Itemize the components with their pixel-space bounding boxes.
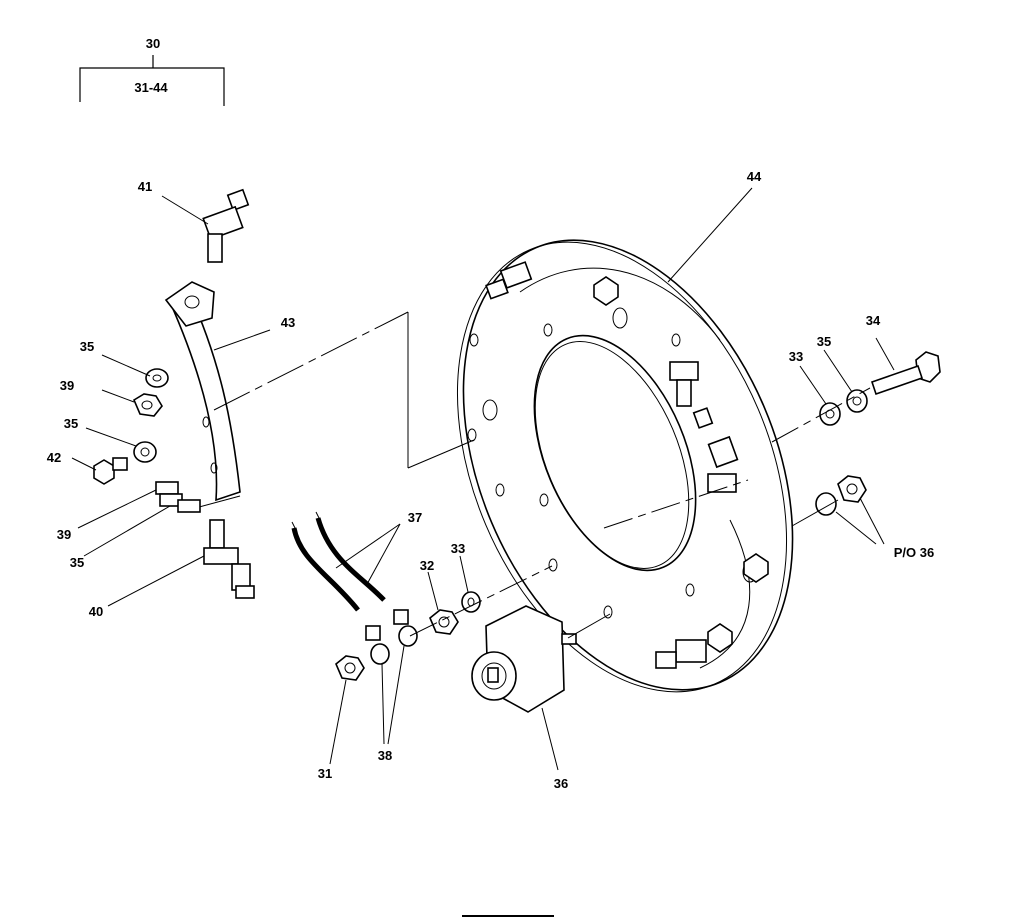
callout-43: 43 — [281, 315, 295, 330]
washer-35-right — [846, 389, 868, 413]
washer-35-lower — [177, 499, 201, 513]
callout-42: 42 — [47, 450, 61, 465]
washer-35-middle — [133, 441, 157, 463]
nut-39-lower — [155, 481, 183, 507]
heat-sink-bracket — [164, 281, 241, 511]
diode-40 — [203, 519, 255, 599]
callout-40: 40 — [89, 604, 103, 619]
rectifier-plate — [456, 239, 794, 693]
callout-35-c: 35 — [70, 555, 84, 570]
terminals-38 — [365, 609, 418, 665]
leader-lines — [71, 187, 895, 771]
plate-diode-bottom — [655, 623, 733, 669]
nut-32 — [429, 609, 459, 635]
callout-31: 31 — [318, 766, 332, 781]
washer-35-upper — [145, 368, 169, 388]
nut-31 — [335, 655, 365, 681]
nut-36-part — [837, 475, 867, 503]
callout-39-a: 39 — [60, 378, 74, 393]
leads-37 — [291, 511, 386, 612]
callout-35-d: 35 — [817, 334, 831, 349]
washer-33-left — [461, 591, 481, 613]
callout-33-a: 33 — [451, 541, 465, 556]
assembly-bracket: 30 31-44 — [79, 36, 225, 106]
diode-41 — [202, 188, 250, 263]
plate-holes — [467, 307, 758, 619]
callout-37: 37 — [408, 510, 422, 525]
bolt-34 — [870, 351, 941, 396]
callout-38: 38 — [378, 748, 392, 763]
callout-35-b: 35 — [64, 416, 78, 431]
plate-diode-top — [485, 261, 619, 306]
washer-33-right — [819, 402, 841, 426]
callout-36: 36 — [554, 776, 568, 791]
callout-35-a: 35 — [80, 339, 94, 354]
plate-diode-right — [669, 361, 714, 429]
plate-diode-lower — [707, 435, 769, 583]
assembly-ref-label: 30 — [146, 36, 160, 51]
callout-41: 41 — [138, 179, 152, 194]
washer-36-part — [815, 492, 837, 516]
callout-labels: 41 44 43 35 39 35 42 39 35 40 37 33 32 3… — [47, 169, 934, 791]
assembly-range-label: 31-44 — [134, 80, 168, 95]
callout-36-part-of: P/O 36 — [894, 545, 934, 560]
nut-39-upper — [132, 393, 163, 417]
callout-44: 44 — [747, 169, 762, 184]
suppressor-36 — [471, 605, 577, 713]
callout-33-b: 33 — [789, 349, 803, 364]
callout-34: 34 — [866, 313, 881, 328]
screw-42 — [93, 457, 128, 485]
callout-39-b: 39 — [57, 527, 71, 542]
callout-32: 32 — [420, 558, 434, 573]
